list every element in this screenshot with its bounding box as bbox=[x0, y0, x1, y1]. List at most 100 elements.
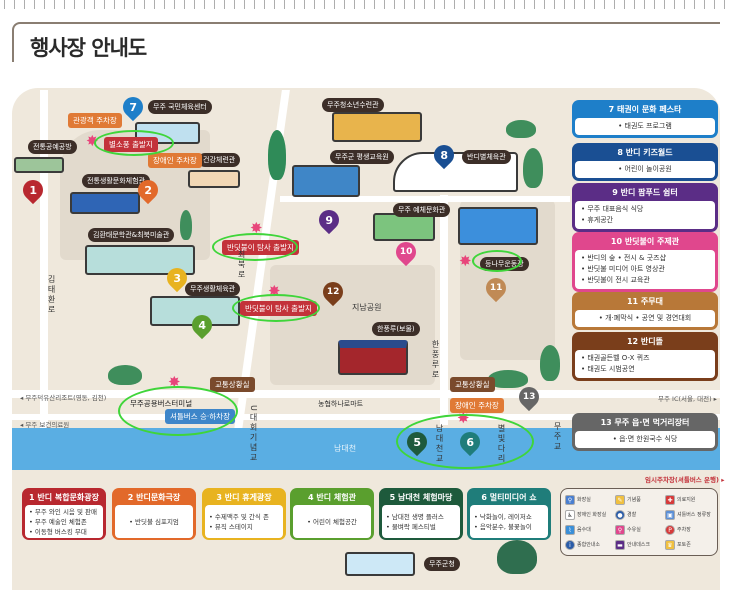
zone-card-title: 7 태권이 문화 페스타 bbox=[575, 103, 715, 118]
label-starlight-bridge: 별빛다리 bbox=[497, 424, 506, 464]
text-label: • 휴게공간 bbox=[581, 216, 614, 224]
map-element: ✎기념품 bbox=[615, 493, 663, 506]
map-element: • 반딧불 심포지엄 bbox=[115, 505, 193, 538]
label-namdae-bridge: 남대천교 bbox=[435, 424, 444, 464]
calendar-binding bbox=[0, 0, 732, 9]
text-label: 8 bbox=[440, 148, 448, 162]
tree-icon bbox=[523, 148, 543, 188]
highlight-ring bbox=[472, 250, 522, 272]
label-bandi-gym: 반디별체육관 bbox=[462, 150, 511, 164]
zone-card-9: 9 반디 팜푸드 쉼터• 무주 대표음식 식당• 휴게공간 bbox=[572, 183, 718, 232]
street-hanpungru-ro: 한풍루로 bbox=[431, 340, 440, 380]
text-label: 6 bbox=[466, 435, 474, 449]
zone-card-10: 10 반딧불이 주제관• 반디의 숲 • 전시 & 굿즈샵• 반딧불 미디어 아… bbox=[572, 232, 718, 292]
text-label: 음수대 bbox=[577, 527, 591, 533]
label-river: 남대천 bbox=[334, 444, 357, 453]
text-label: 3 bbox=[173, 271, 181, 285]
text-label: 5 bbox=[389, 493, 396, 502]
text-label: 1 bbox=[29, 183, 37, 197]
map-element: ⚲화장실 bbox=[565, 493, 613, 506]
text-label: 의료지원 bbox=[677, 497, 696, 503]
map-element: 6 멀티미디어 쇼 bbox=[470, 491, 548, 505]
text-label: • 읍·면 한원국수 식당 bbox=[575, 431, 715, 448]
road bbox=[440, 195, 448, 425]
police-icon: ● bbox=[615, 509, 625, 520]
text-label: 주무대 bbox=[640, 297, 664, 306]
stage-building bbox=[458, 207, 538, 245]
road bbox=[280, 196, 570, 202]
highlight-ring bbox=[212, 233, 298, 261]
tag-tourist-parking: 관광객 주차장 bbox=[68, 113, 122, 128]
page-title: 행사장 안내도 bbox=[30, 36, 147, 60]
text-label: • 음악분수, 불꽃놀이 bbox=[474, 522, 532, 531]
map-element: 12 반디뜰 bbox=[575, 335, 715, 350]
zone-card-13: 13 무주 읍·면 먹거리장터• 읍·면 한원국수 식당 bbox=[572, 413, 718, 451]
text-label: 3 bbox=[216, 493, 222, 502]
bush-icon bbox=[506, 120, 536, 138]
label-hanpungru: 한풍루(보물) bbox=[372, 322, 420, 336]
label-muju-bridge: 무주교 bbox=[553, 422, 562, 452]
zone-card-1: 1 반디 복합문화광장• 무주 와인 시음 및 판매• 무주 예술인 체험존• … bbox=[22, 488, 106, 540]
building-gym bbox=[150, 296, 240, 326]
label-nh-mart: 농협하나로마트 bbox=[318, 400, 364, 408]
direction-ic: 무주 IC(서울, 대전) ▸ bbox=[658, 395, 717, 403]
wheelchair-icon: ♿ bbox=[565, 509, 575, 520]
map-element: • 무주 와인 시음 및 판매• 무주 예술인 체험존• 이동형 버스킹 무대 bbox=[25, 505, 103, 538]
zone-card-11: 11 주무대• 개·폐막식 • 공연 및 경연대회 bbox=[572, 292, 718, 330]
text-label: 장애인 화장실 bbox=[577, 512, 607, 518]
map-element: 13 무주 읍·면 먹거리장터 bbox=[575, 416, 715, 431]
text-label: 7 bbox=[608, 105, 615, 114]
text-label: 12 bbox=[626, 337, 639, 346]
building-hanpungru bbox=[338, 340, 408, 375]
building-arts-center bbox=[373, 213, 435, 241]
start-point-star-icon: ✸ bbox=[459, 252, 472, 270]
text-label: 2 bbox=[144, 183, 152, 197]
label-arts-center: 무주 예체문화관 bbox=[393, 203, 451, 217]
start-point-star-icon: ✸ bbox=[250, 219, 263, 237]
label-u-bridge: U대회기념교 bbox=[249, 405, 258, 463]
label-health-hall: 건강체련관 bbox=[198, 153, 241, 167]
text-label: • 반딧불이 전시 교육관 bbox=[581, 276, 650, 284]
text-label: 포토존 bbox=[677, 542, 691, 548]
direction-temp-parking: 임시주차장(셔틀버스 운행) ▸ bbox=[645, 476, 725, 484]
street-kimtaehwan-ro: 김태환로 bbox=[47, 275, 56, 315]
map-element: ♛포토존 bbox=[665, 538, 713, 551]
text-label: 무주 읍·면 먹거리장터 bbox=[614, 418, 690, 427]
text-label: 13 bbox=[522, 392, 536, 402]
text-label: 수유실 bbox=[627, 527, 641, 533]
map-element: ⌇음수대 bbox=[565, 523, 613, 536]
text-label: 10 bbox=[399, 247, 413, 257]
text-label: • 반딧불 미디어 아트 영상관 bbox=[581, 265, 665, 273]
text-label: • 수제맥주 및 간식 존 bbox=[209, 512, 269, 521]
medical-icon: ✚ bbox=[665, 494, 675, 505]
building-culture-hall bbox=[70, 192, 140, 214]
tag-traffic-room: 교통상황실 bbox=[450, 377, 495, 392]
text-label: • 반디의 숲 • 전시 & 굿즈샵 bbox=[581, 254, 667, 262]
label-gym: 무주생활체육관 bbox=[185, 282, 241, 296]
label-craft-studio: 전통공예공방 bbox=[28, 140, 77, 154]
map-element: ✚의료지원 bbox=[665, 493, 713, 506]
text-label: • 개·폐막식 • 공연 및 경연대회 bbox=[575, 310, 715, 327]
building-craft bbox=[14, 157, 64, 173]
zone-card-7: 7 태권이 문화 페스타• 태권도 프로그램 bbox=[572, 100, 718, 138]
text-label: 멀티미디어 쇼 bbox=[489, 493, 537, 502]
tag-disabled-parking: 장애인 주차장 bbox=[450, 398, 504, 413]
text-label: 태권이 문화 페스타 bbox=[616, 105, 682, 114]
text-label: 9 bbox=[612, 188, 618, 197]
shuttle-bus-icon: ▣ bbox=[665, 509, 675, 520]
map-element: 9 반디 팜푸드 쉼터 bbox=[575, 186, 715, 201]
text-label: • 낙화놀이, 레이저쇼 bbox=[474, 512, 532, 521]
text-label: 9 bbox=[325, 213, 333, 227]
highlight-ring bbox=[232, 294, 320, 322]
zone-card-4: 4 반디 체험관• 어린이 체험공간 bbox=[290, 488, 374, 540]
zone-card-8: 8 반디 키즈월드• 어린이 놀이공원 bbox=[572, 143, 718, 181]
nursing-room-icon: ⚲ bbox=[615, 524, 625, 535]
text-label: 반디 복합문화광장 bbox=[37, 493, 100, 502]
map-element: ●경찰 bbox=[615, 508, 663, 521]
text-label: 7 bbox=[129, 100, 137, 114]
restroom-icon: ⚲ bbox=[565, 494, 575, 505]
text-label: 안내데스크 bbox=[627, 542, 651, 548]
text-label: 반디 휴게광장 bbox=[224, 493, 272, 502]
road bbox=[40, 90, 48, 430]
